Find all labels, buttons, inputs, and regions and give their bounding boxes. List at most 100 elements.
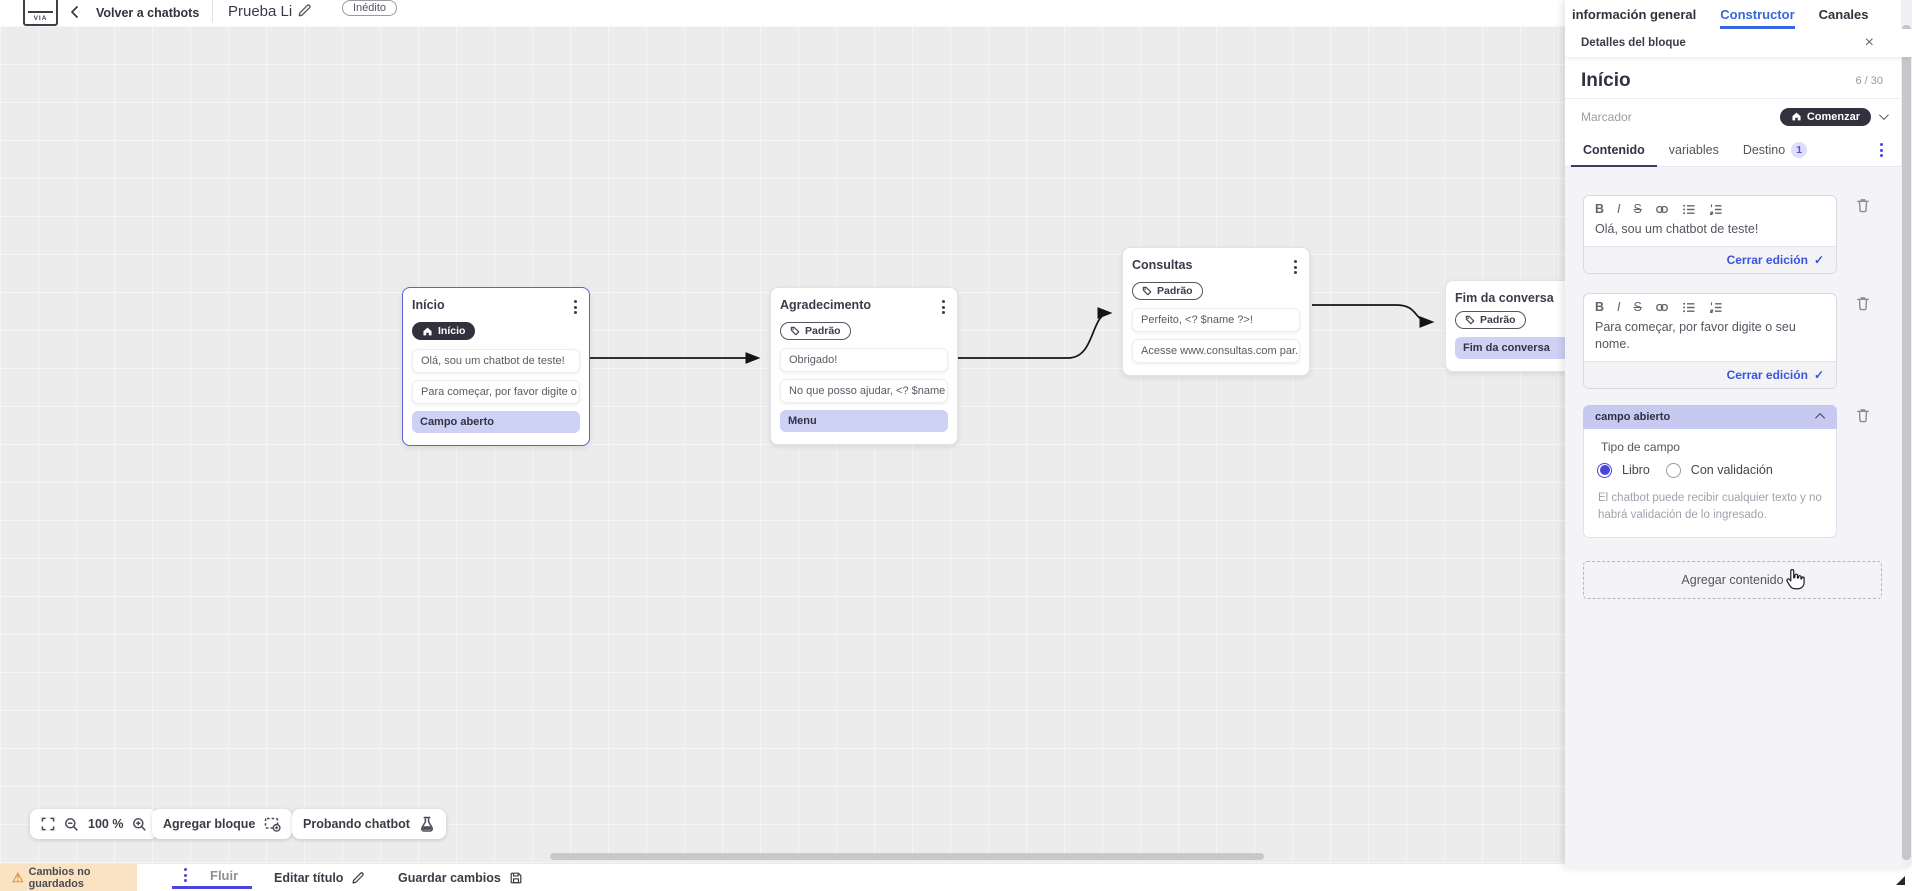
edit-title-icon[interactable] (297, 3, 312, 18)
radio-con-validacion[interactable] (1665, 462, 1681, 478)
block-message-item[interactable]: Acesse www.consultas.com par... (1132, 339, 1300, 363)
block-menu-icon[interactable] (571, 298, 580, 316)
message-text-input[interactable]: Olá, sou um chatbot de teste! (1595, 222, 1759, 236)
ordered-list-icon[interactable] (1709, 203, 1723, 216)
tab-contenido[interactable]: Contenido (1571, 134, 1657, 167)
add-content-button[interactable]: Agregar contenido (1583, 561, 1882, 600)
strikethrough-icon[interactable]: S (1633, 202, 1642, 217)
close-icon[interactable]: × (1864, 34, 1874, 51)
flow-block-agradecimento[interactable]: Agradecimento Padrão Obrigado! No que po… (770, 287, 958, 445)
editor-toolbar: B I S (1584, 196, 1836, 219)
start-badge: Início (412, 322, 476, 340)
add-block-button[interactable]: Agregar bloque (152, 809, 293, 839)
topbar-divider (212, 0, 213, 22)
zoom-toolbar: 100 % (30, 809, 159, 839)
open-field-header[interactable]: campo abierto (1583, 404, 1837, 429)
block-menu-icon[interactable] (1291, 258, 1300, 276)
canvas-horizontal-scrollbar[interactable] (550, 853, 1264, 860)
block-message-item[interactable]: Olá, sou um chatbot de teste! (412, 348, 580, 373)
zoom-in-icon[interactable] (132, 817, 147, 832)
panel-scrollbar-track[interactable] (1901, 0, 1912, 868)
tab-constructor[interactable]: Constructor (1720, 0, 1795, 29)
italic-icon[interactable]: I (1617, 300, 1621, 315)
bullet-list-icon[interactable] (1682, 301, 1696, 314)
default-badge: Padrão (780, 322, 851, 340)
editor-toolbar: B I S (1584, 294, 1836, 317)
message-text-input[interactable]: Para começar, por favor digite o seu nom… (1595, 319, 1796, 351)
bold-icon[interactable]: B (1595, 300, 1605, 315)
panel-nav: información general Constructor Canales (1565, 0, 1912, 29)
marker-select[interactable]: Comenzar (1779, 107, 1871, 126)
default-badge: Padrão (1132, 282, 1203, 300)
link-icon[interactable] (1655, 203, 1669, 216)
block-menu-item[interactable]: Menu (780, 410, 948, 432)
marker-label: Marcador (1581, 109, 1632, 124)
edit-title-button[interactable]: Editar título (274, 864, 365, 891)
block-title: Consultas (1132, 258, 1193, 272)
close-edit-button[interactable]: Cerrar edición ✓ (1584, 360, 1836, 388)
destino-count-badge: 1 (1791, 142, 1808, 158)
topbar: VIA Volver a chatbots Prueba Li Inédito (0, 0, 1565, 26)
block-message-item[interactable]: No que posso ajudar, <? $name ... (780, 379, 948, 403)
save-changes-button[interactable]: Guardar cambios (398, 864, 523, 891)
check-icon: ✓ (1813, 252, 1824, 267)
chatbot-title: Prueba Li (228, 3, 293, 20)
tab-canales[interactable]: Canales (1818, 6, 1869, 22)
field-type-label: Tipo de campo (1601, 439, 1680, 454)
text-editor: B I S Para começar, por favor digite o s… (1583, 292, 1837, 389)
delete-content-button[interactable] (1855, 295, 1871, 311)
block-open-field-item[interactable]: Campo aberto (412, 410, 580, 433)
back-button[interactable] (68, 5, 81, 19)
italic-icon[interactable]: I (1617, 202, 1621, 217)
fullscreen-icon[interactable] (41, 817, 55, 831)
panel-subheader: Detalles del bloque × (1565, 29, 1912, 57)
close-edit-button[interactable]: Cerrar edición ✓ (1584, 245, 1836, 273)
flow-block-inicio[interactable]: Início Início Olá, sou um chatbot de tes… (402, 287, 590, 446)
radio-con-validacion-label[interactable]: Con validación (1690, 463, 1773, 478)
panel-content-tabs: Contenido variables Destino 1 (1565, 134, 1912, 167)
tab-variables[interactable]: variables (1668, 143, 1719, 157)
radio-libro[interactable] (1597, 462, 1612, 478)
add-block-icon (265, 817, 281, 832)
delete-content-button[interactable] (1855, 197, 1871, 213)
test-chatbot-button[interactable]: Probando chatbot (292, 809, 446, 839)
tag-icon (1142, 286, 1152, 296)
block-message-item[interactable]: Perfeito, <? $name ?>! (1132, 308, 1300, 332)
flask-icon (420, 816, 433, 832)
tab-destino[interactable]: Destino 1 (1731, 134, 1819, 166)
corner-artifact (1896, 876, 1905, 885)
radio-libro-label[interactable]: Libro (1622, 463, 1650, 478)
home-icon (1792, 112, 1801, 121)
char-counter: 6 / 30 (1855, 74, 1883, 87)
tab-informacion-general[interactable]: información general (1572, 6, 1697, 22)
flow-block-consultas[interactable]: Consultas Padrão Perfeito, <? $name ?>! … (1122, 247, 1310, 376)
back-to-chatbots-label[interactable]: Volver a chatbots (96, 6, 200, 20)
bold-icon[interactable]: B (1595, 202, 1605, 217)
strikethrough-icon[interactable]: S (1633, 300, 1642, 315)
block-menu-icon[interactable] (939, 298, 948, 316)
marker-row: Marcador Comenzar (1565, 99, 1912, 134)
warning-icon: ⚠ (12, 870, 24, 885)
tabs-menu-icon[interactable] (1877, 141, 1886, 159)
tab-fluir[interactable]: Fluir (172, 864, 253, 889)
block-name[interactable]: Início (1581, 69, 1631, 91)
link-icon[interactable] (1655, 301, 1669, 314)
chevron-down-icon[interactable] (1878, 110, 1889, 121)
block-title: Fim da conversa (1455, 291, 1554, 305)
field-help-text: El chatbot puede recibir cualquier texto… (1598, 491, 1822, 521)
panel-scrollbar-thumb[interactable] (1902, 25, 1911, 860)
default-badge: Padrão (1455, 311, 1526, 329)
zoom-out-icon[interactable] (64, 817, 79, 832)
ordered-list-icon[interactable] (1709, 301, 1723, 314)
bullet-list-icon[interactable] (1682, 203, 1696, 216)
trash-icon (1857, 408, 1869, 422)
status-badge: Inédito (342, 0, 398, 16)
block-details-panel: información general Constructor Canales … (1565, 0, 1912, 868)
check-icon: ✓ (1813, 367, 1824, 382)
tab-menu-icon[interactable] (181, 866, 190, 884)
delete-content-button[interactable] (1855, 407, 1871, 423)
block-message-item[interactable]: Obrigado! (780, 348, 948, 372)
panel-content: B I S Olá, sou um chatbot de teste! Cerr… (1565, 167, 1912, 868)
block-message-item[interactable]: Para começar, por favor digite o ... (412, 379, 580, 404)
